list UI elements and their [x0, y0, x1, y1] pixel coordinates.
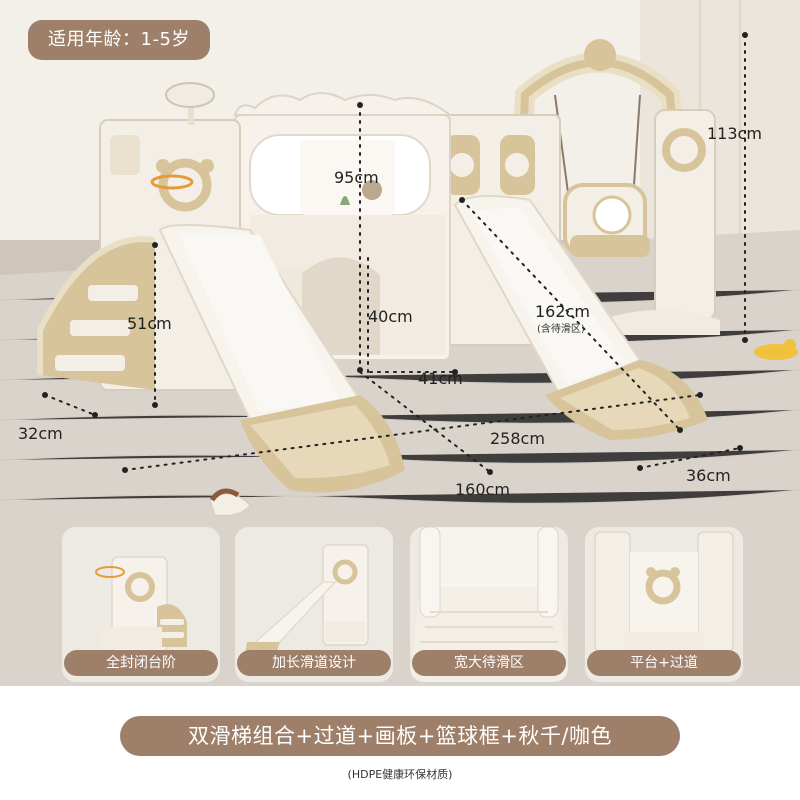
dim-height-tunnel: 40cm — [368, 307, 413, 326]
dim-width-tunnel: 41cm — [418, 369, 463, 388]
dim-slide-width: 36cm — [686, 466, 731, 485]
feature-label: 平台+过道 — [587, 650, 741, 676]
playset-photo — [0, 0, 800, 520]
dim-height-castle: 95cm — [334, 168, 379, 187]
dim-total-length: 258cm — [490, 429, 545, 448]
dim-height-platform: 51cm — [127, 314, 172, 333]
feature-label: 宽大待滑区 — [412, 650, 566, 676]
feature-card-stairs: 全封闭台阶 — [62, 527, 220, 682]
feature-label: 加长滑道设计 — [237, 650, 391, 676]
dim-slide-depth: 160cm — [455, 480, 510, 499]
dim-height-swing: 113cm — [707, 124, 762, 143]
feature-card-platform: 平台+过道 — [585, 527, 743, 682]
feature-label: 全封闭台阶 — [64, 650, 218, 676]
product-line-banner: 双滑梯组合+过道+画板+篮球框+秋千/咖色 — [120, 716, 680, 756]
age-badge: 适用年龄：1-5岁 — [28, 20, 210, 60]
dim-slide-length: 162cm — [535, 302, 590, 321]
dim-stairs-depth: 32cm — [18, 424, 63, 443]
feature-card-slide: 加长滑道设计 — [235, 527, 393, 682]
feature-card-waiting-area: 宽大待滑区 — [410, 527, 568, 682]
dim-slide-note: (含待滑区) — [537, 324, 585, 335]
material-note: (HDPE健康环保材质) — [347, 768, 453, 781]
